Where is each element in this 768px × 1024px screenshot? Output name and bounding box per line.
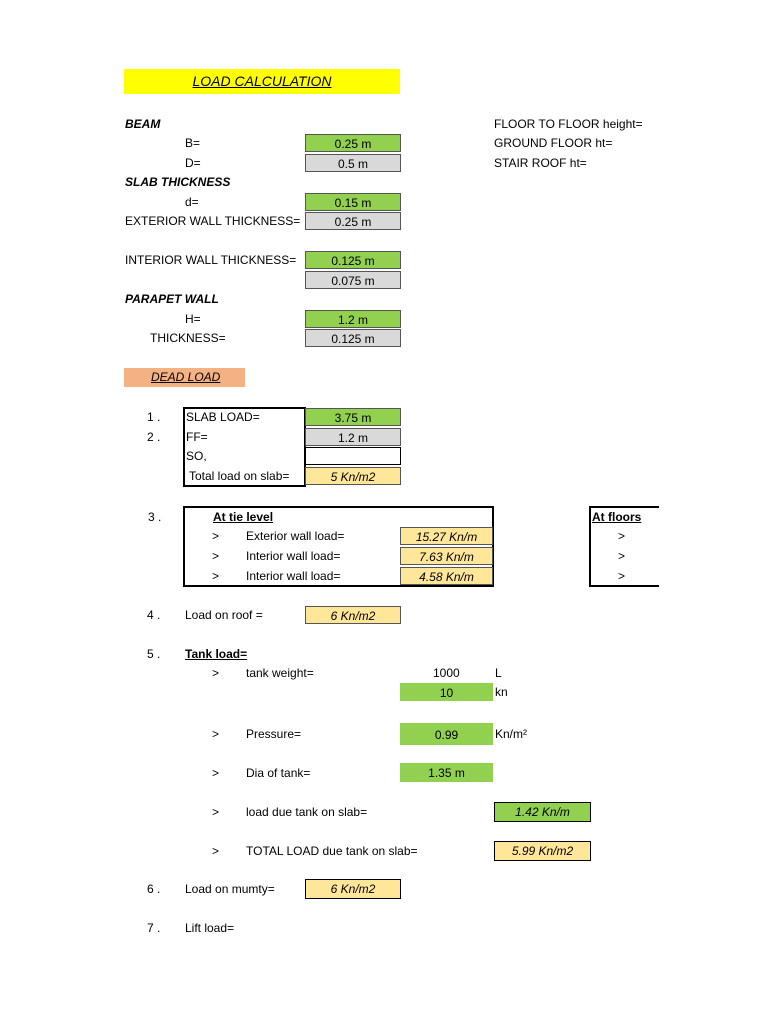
dia-tank-label: Dia of tank= [246, 766, 311, 780]
tank-weight-label: tank weight= [246, 666, 314, 680]
arrow-icon: > [212, 766, 220, 780]
int-wall-load-2-label: Interior wall load= [246, 569, 341, 583]
parapet-heading: PARAPET WALL [125, 292, 219, 306]
ground-floor-label: GROUND FLOOR ht= [494, 136, 613, 150]
ext-wall-load-label: Exterior wall load= [246, 529, 345, 543]
dead-load-text: DEAD LOAD [151, 370, 221, 384]
so-empty-cell[interactable] [305, 447, 401, 465]
floors-box [589, 506, 659, 587]
total-tank-label: TOTAL LOAD due tank on slab= [246, 844, 418, 858]
total-slab-label: Total load on slab= [189, 469, 290, 483]
int-wall-load-label: Interior wall load= [246, 549, 341, 563]
parapet-h-value[interactable]: 1.2 m [305, 310, 401, 328]
beam-d-label: D= [185, 156, 201, 170]
pressure-unit: Kn/m² [495, 727, 528, 741]
mumty-load-value[interactable]: 6 Kn/m2 [305, 879, 401, 899]
ext-wall-label: EXTERIOR WALL THICKNESS= [125, 214, 301, 228]
page-title-text: LOAD CALCULATION [192, 73, 332, 89]
pressure-value[interactable]: 0.99 [400, 723, 493, 745]
tie-level-heading: At tie level [213, 510, 274, 524]
floor-to-floor-label: FLOOR TO FLOOR height= [494, 117, 643, 131]
beam-b-label: B= [185, 136, 201, 150]
slab-load-label: SLAB LOAD= [186, 410, 260, 424]
parapet-h-label: H= [185, 312, 201, 326]
arrow-icon: > [212, 805, 220, 819]
slab-heading: SLAB THICKNESS [125, 175, 231, 189]
load-due-tank-value[interactable]: 1.42 Kn/m [494, 802, 591, 822]
tank-kn-unit: kn [495, 685, 508, 699]
floors-heading: At floors [592, 510, 642, 524]
roof-load-value[interactable]: 6 Kn/m2 [305, 606, 401, 624]
item-number-1: 1 . [147, 410, 161, 424]
lift-load-label: Lift load= [185, 921, 235, 935]
int-wall-label: INTERIOR WALL THICKNESS= [125, 253, 297, 267]
item-number-2: 2 . [147, 430, 161, 444]
beam-d-value[interactable]: 0.5 m [305, 154, 401, 172]
tank-kn-value[interactable]: 10 [400, 683, 493, 701]
slab-d-label: d= [185, 195, 199, 209]
dead-load-header: DEAD LOAD [124, 368, 245, 387]
beam-heading: BEAM [125, 117, 161, 131]
item-number-5: 5 . [147, 647, 161, 661]
pressure-label: Pressure= [246, 727, 302, 741]
item-number-3: 3 . [148, 510, 162, 524]
arrow-icon: > [618, 529, 626, 543]
roof-load-label: Load on roof = [185, 608, 263, 622]
arrow-icon: > [212, 569, 220, 583]
load-due-tank-label: load due tank on slab= [246, 805, 368, 819]
tank-load-heading: Tank load= [185, 647, 248, 661]
beam-b-value[interactable]: 0.25 m [305, 134, 401, 152]
slab-load-value[interactable]: 3.75 m [305, 408, 401, 426]
dia-tank-value[interactable]: 1.35 m [400, 763, 493, 782]
arrow-icon: > [212, 666, 220, 680]
item-number-7: 7 . [147, 921, 161, 935]
arrow-icon: > [618, 549, 626, 563]
int-wall-load-value[interactable]: 7.63 Kn/m [400, 547, 493, 565]
arrow-icon: > [212, 727, 220, 741]
arrow-icon: > [212, 529, 220, 543]
tank-weight-unit: L [495, 666, 502, 680]
so-label: SO, [186, 449, 207, 463]
ff-label: FF= [186, 430, 208, 444]
parapet-thickness-label: THICKNESS= [150, 331, 226, 345]
wall-load-box [183, 506, 494, 587]
stair-roof-label: STAIR ROOF ht= [494, 156, 587, 170]
slab-d-value[interactable]: 0.15 m [305, 193, 401, 211]
int-wall-value-1[interactable]: 0.125 m [305, 251, 401, 269]
arrow-icon: > [212, 549, 220, 563]
arrow-icon: > [618, 569, 626, 583]
ff-value[interactable]: 1.2 m [305, 428, 401, 446]
item-number-6: 6 . [147, 882, 161, 896]
int-wall-load-2-value[interactable]: 4.58 Kn/m [400, 567, 493, 585]
arrow-icon: > [212, 844, 220, 858]
ext-wall-value[interactable]: 0.25 m [305, 212, 401, 230]
item-number-4: 4 . [147, 608, 161, 622]
int-wall-value-2[interactable]: 0.075 m [305, 271, 401, 289]
page-title: LOAD CALCULATION [124, 69, 400, 94]
total-slab-value[interactable]: 5 Kn/m2 [305, 467, 401, 485]
parapet-thickness-value[interactable]: 0.125 m [305, 329, 401, 347]
total-tank-value[interactable]: 5.99 Kn/m2 [494, 841, 591, 861]
tank-weight-value: 1000 [433, 666, 460, 680]
mumty-load-label: Load on mumty= [185, 882, 275, 896]
ext-wall-load-value[interactable]: 15.27 Kn/m [400, 527, 493, 545]
